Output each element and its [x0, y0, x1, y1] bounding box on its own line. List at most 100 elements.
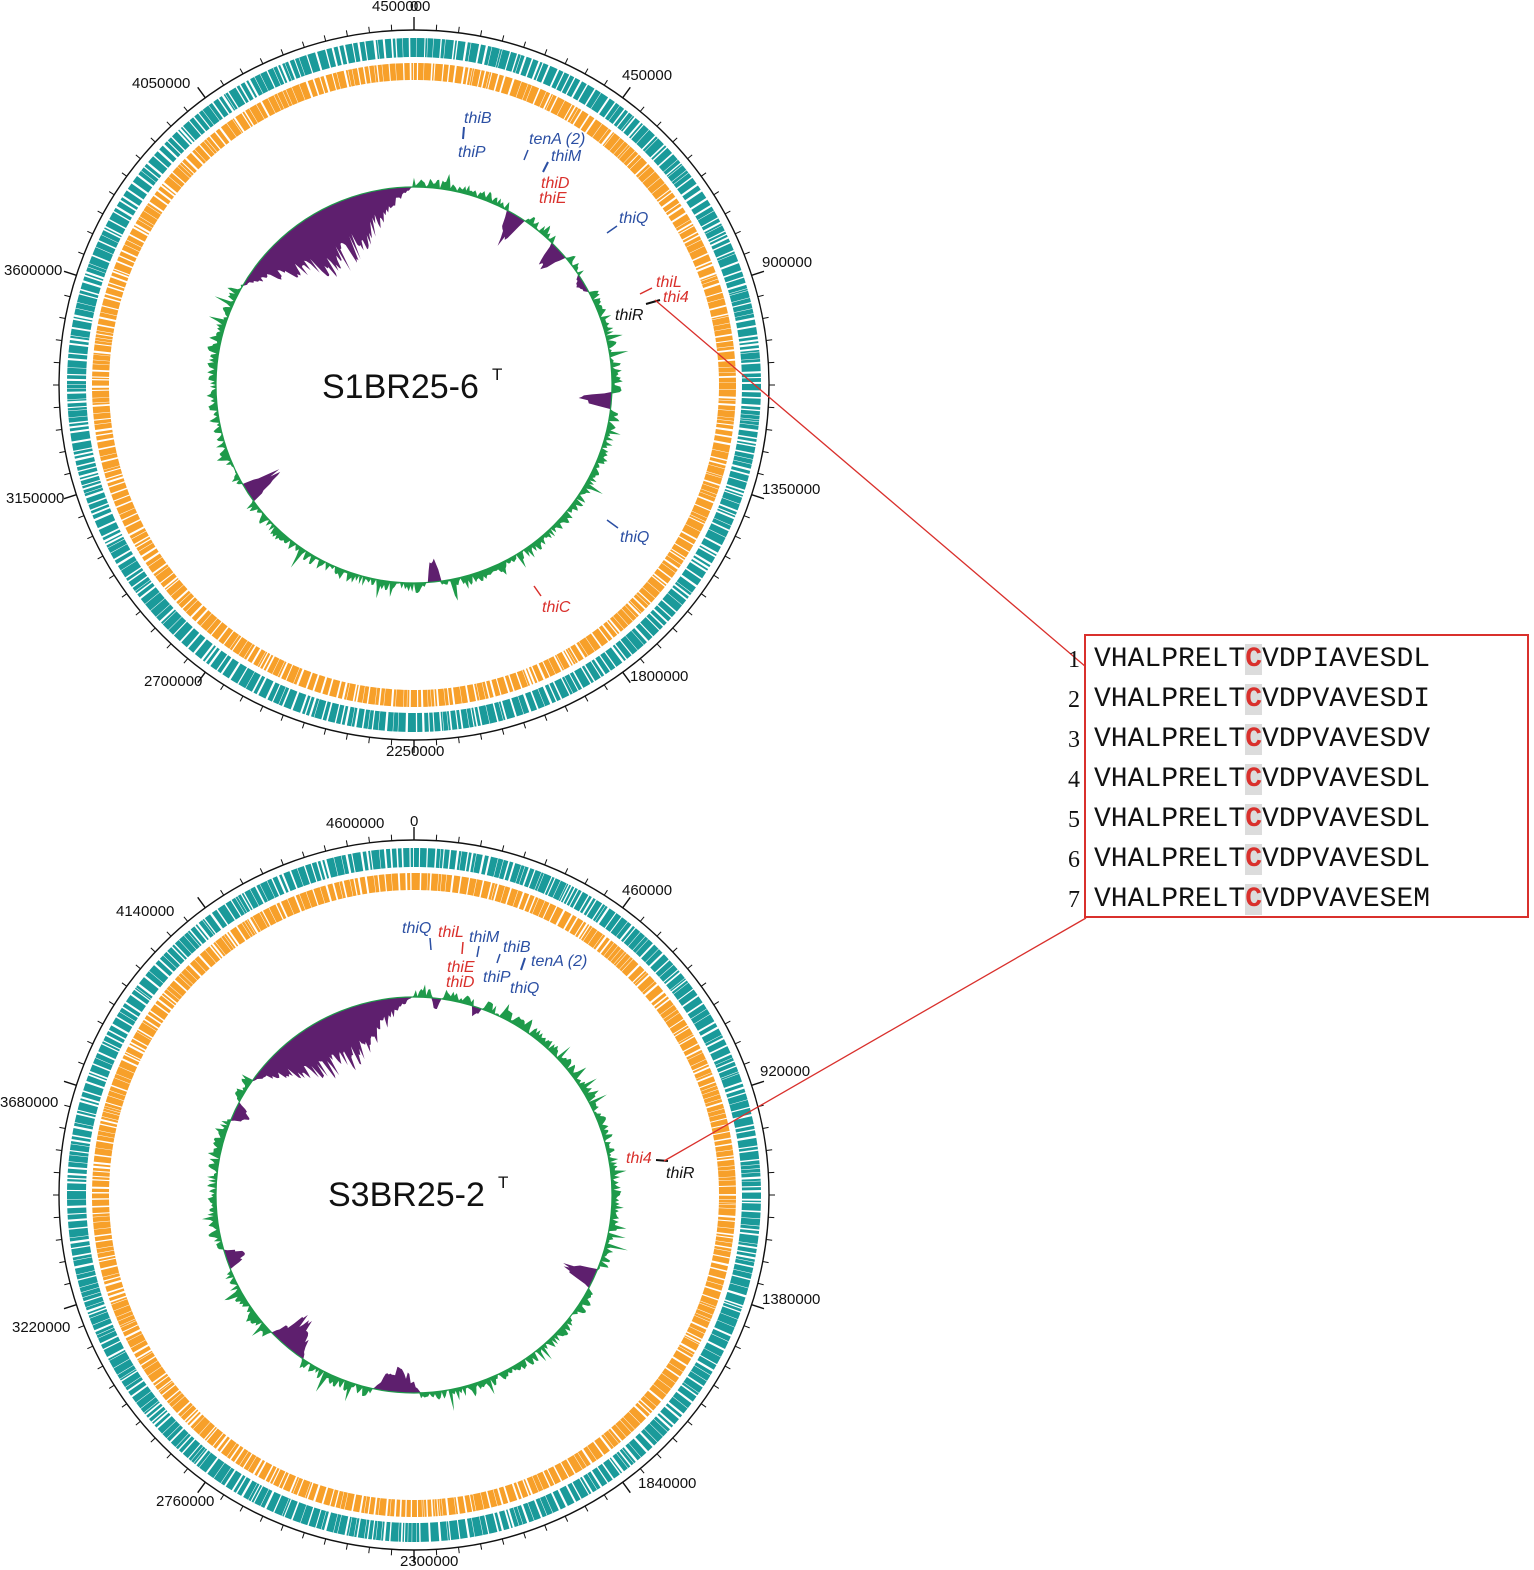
cds-block — [410, 689, 418, 707]
cds-block — [477, 44, 486, 65]
tick-mark — [656, 121, 662, 127]
cds-block — [485, 703, 498, 724]
cds-block — [249, 104, 265, 123]
cds-block — [305, 863, 317, 884]
cds-forward-ring — [67, 38, 761, 732]
tick-label-4050000: 4050000 — [132, 75, 190, 92]
tick-mark — [751, 1080, 765, 1086]
cds-block — [739, 341, 759, 346]
tick-mark — [368, 737, 371, 744]
cds-block — [526, 59, 539, 79]
cds-block — [713, 1248, 731, 1258]
cds-block — [326, 47, 337, 68]
tick-mark — [584, 1505, 589, 1512]
cds-block — [194, 639, 213, 659]
cds-block — [93, 1227, 112, 1236]
cds-block — [506, 1509, 513, 1529]
cds-block — [636, 129, 655, 149]
cds-block — [92, 380, 110, 386]
cds-block — [473, 1492, 484, 1511]
gene-label-thid: thiD — [541, 175, 570, 192]
cds-block — [343, 682, 350, 700]
cds-block — [456, 850, 462, 871]
cds-block — [89, 1311, 110, 1325]
cds-block — [107, 539, 127, 553]
cds-block — [416, 1522, 420, 1542]
gc-skew-track — [206, 174, 629, 601]
cds-block — [232, 118, 244, 134]
cds-block — [714, 1138, 732, 1146]
cds-block — [420, 1522, 429, 1542]
cds-block — [741, 1187, 761, 1191]
tick-mark — [672, 1437, 678, 1443]
cds-block — [573, 891, 589, 912]
cds-block — [285, 61, 295, 81]
cds-block — [291, 868, 304, 889]
tick-mark — [64, 472, 71, 476]
cds-block — [509, 863, 522, 884]
tick-mark — [523, 41, 527, 48]
cds-block — [593, 934, 606, 950]
gene-tick — [523, 149, 529, 161]
tick-mark — [564, 1516, 569, 1522]
cds-block — [724, 271, 744, 283]
cds-block — [712, 518, 732, 530]
cds-block — [681, 569, 702, 586]
cds-block — [434, 689, 438, 707]
cds-block — [323, 1487, 334, 1506]
cds-block — [739, 420, 760, 426]
cds-block — [269, 904, 283, 923]
cds-block — [107, 1090, 126, 1101]
gene-label-thiq-2: thiQ — [620, 529, 649, 546]
cds-block — [307, 52, 321, 73]
cds-block — [615, 1420, 632, 1437]
cds-block — [134, 987, 151, 1001]
cds-block — [97, 1130, 116, 1138]
cds-block — [686, 1049, 703, 1060]
cds-block — [596, 937, 610, 953]
cds-block — [707, 1108, 726, 1118]
cds-block — [243, 1480, 258, 1500]
cds-block — [488, 72, 499, 91]
cds-block — [452, 875, 461, 894]
cds-block — [164, 141, 181, 158]
cds-block — [430, 689, 435, 707]
tick-mark — [724, 1020, 731, 1025]
cds-block — [354, 684, 359, 702]
cds-block — [499, 1510, 510, 1531]
cds-block — [92, 390, 110, 398]
cds-block — [741, 373, 761, 378]
cds-block — [446, 711, 451, 731]
cds-block — [352, 852, 364, 873]
cds-block — [174, 940, 192, 958]
cds-block — [235, 113, 251, 132]
cds-block — [622, 1447, 636, 1464]
cds-block — [578, 924, 590, 940]
cds-block — [406, 1499, 411, 1517]
cds-block — [122, 1003, 141, 1017]
tick-mark — [766, 428, 773, 431]
cds-block — [100, 1120, 118, 1128]
alignment-row-index: 7 — [1068, 887, 1080, 913]
tick-mark — [301, 41, 305, 48]
cds-block — [595, 655, 610, 675]
cds-block — [497, 49, 510, 70]
cds-block — [225, 1470, 242, 1491]
gene-label-thiq: thiQ — [402, 920, 431, 937]
cds-block — [713, 435, 732, 444]
cds-block — [266, 1491, 281, 1513]
cds-block — [736, 1130, 756, 1139]
cds-block — [395, 63, 404, 81]
cds-block — [434, 63, 443, 82]
cds-block — [739, 1229, 760, 1235]
tick-label-1800000: 1800000 — [630, 668, 688, 685]
cds-block — [561, 1459, 575, 1478]
cds-block — [392, 38, 397, 58]
cds-block — [567, 1454, 583, 1474]
tick-mark — [345, 840, 348, 847]
cds-block — [473, 879, 483, 898]
cds-block — [159, 145, 177, 163]
cds-block — [717, 1159, 735, 1167]
cds-block — [293, 667, 303, 685]
cds-block — [279, 874, 289, 893]
